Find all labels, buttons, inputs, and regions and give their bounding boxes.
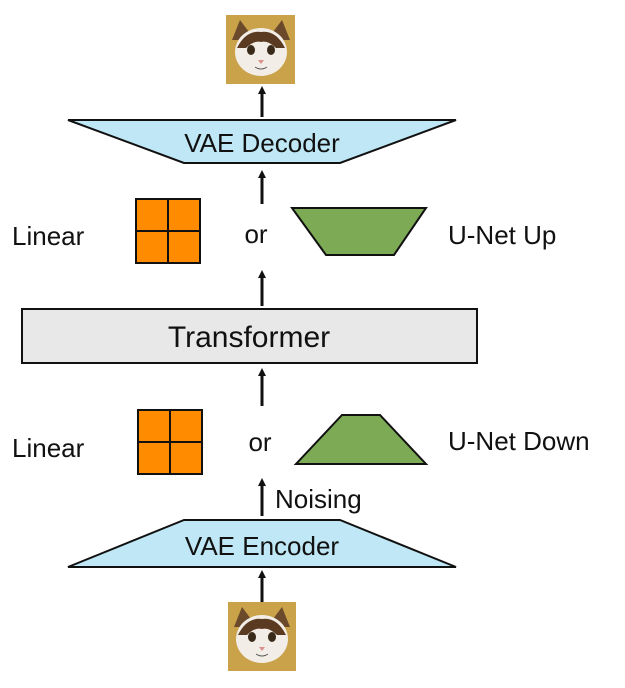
vae-encoder-shape — [67, 519, 457, 568]
linear-label-top: Linear — [12, 221, 85, 251]
or-label-bottom: or — [248, 427, 271, 457]
transformer-label: Transformer — [168, 321, 330, 354]
noising-label: Noising — [275, 484, 362, 514]
unet-down-label: U-Net Down — [448, 426, 590, 456]
output-cat-image — [226, 15, 295, 84]
vae-decoder-label: VAE Decoder — [184, 128, 340, 158]
or-label-top: or — [244, 219, 267, 249]
vae-decoder-shape — [67, 119, 457, 164]
unet-down-shape — [293, 414, 429, 465]
linear-layer-icon-top — [135, 198, 201, 264]
linear-label-bottom: Linear — [12, 433, 85, 463]
vae-encoder-label: VAE Encoder — [185, 531, 340, 561]
transformer-block — [21, 308, 478, 364]
input-cat-image — [228, 602, 296, 671]
unet-up-label: U-Net Up — [448, 220, 556, 250]
unet-up-shape — [290, 207, 428, 256]
linear-layer-icon-bottom — [137, 409, 203, 475]
